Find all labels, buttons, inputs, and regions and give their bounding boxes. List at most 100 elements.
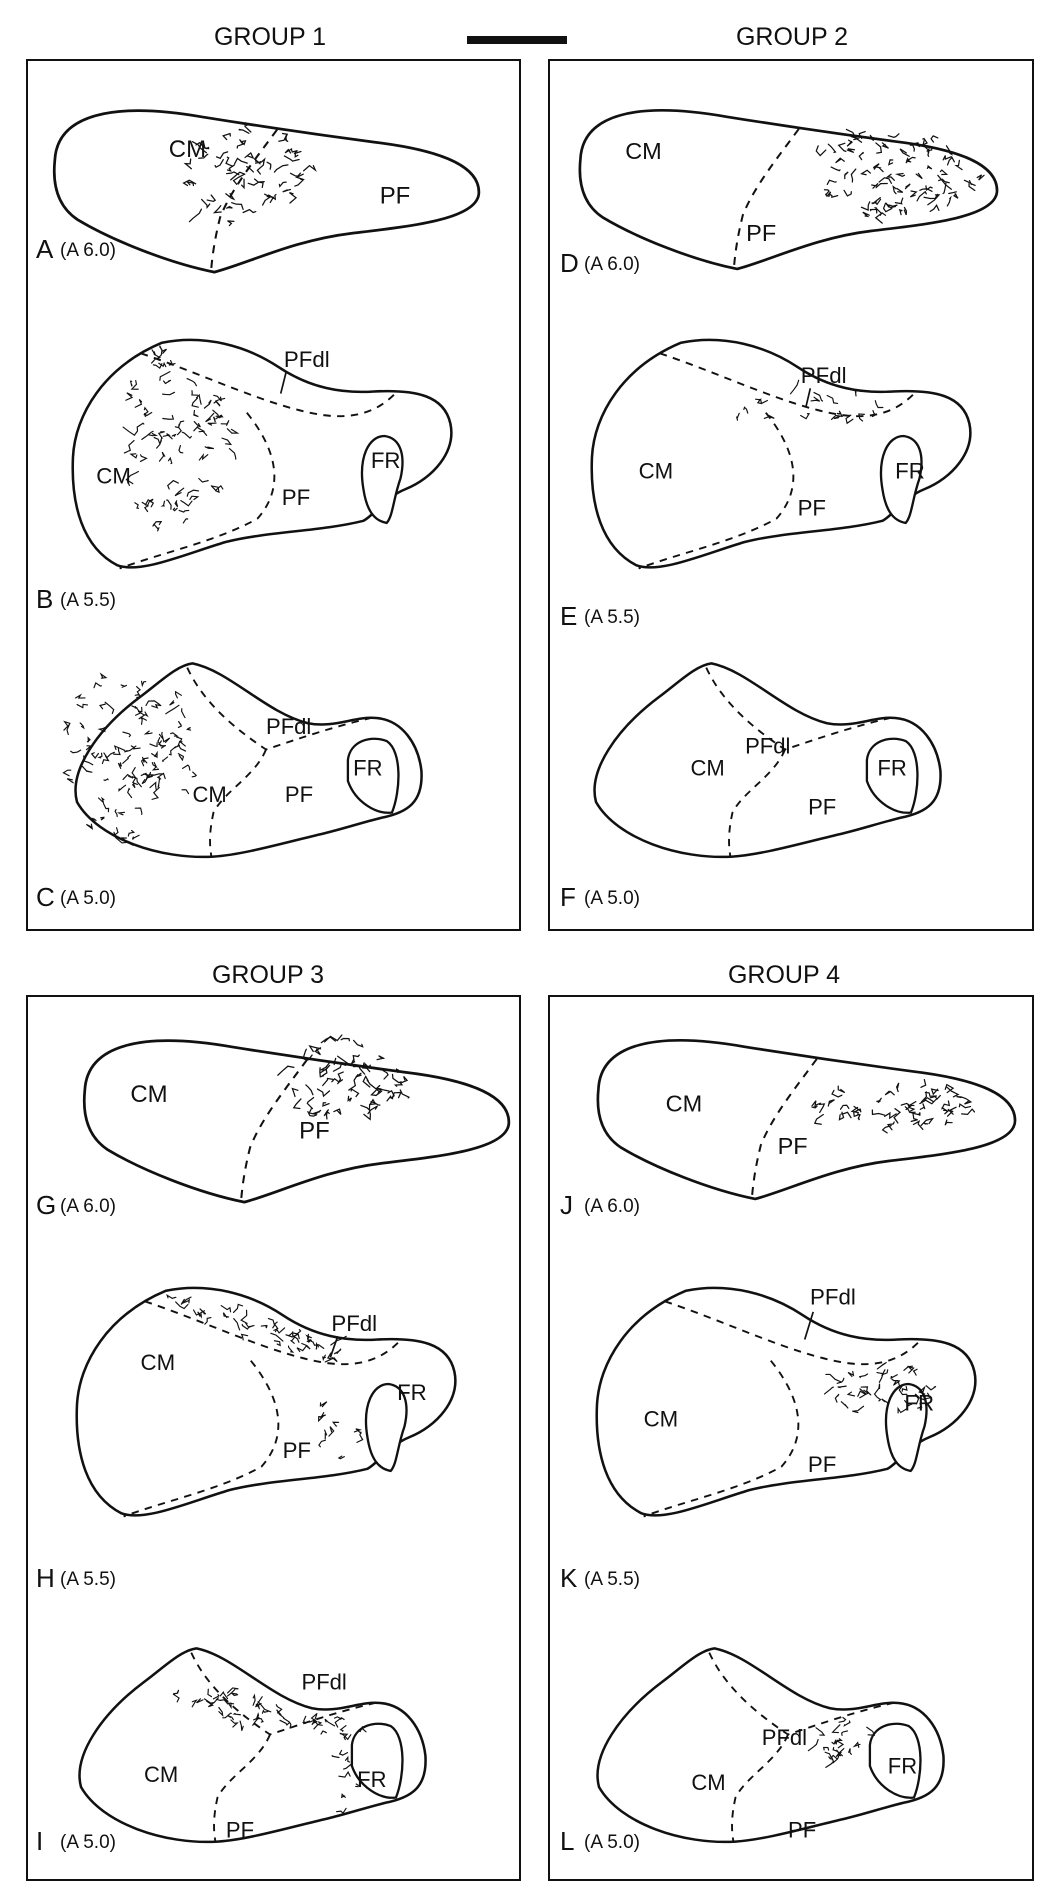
fiber-segment [353,1428,362,1434]
fiber-segment [230,1692,239,1697]
terminal-labeling-1 [166,1293,347,1363]
fiber-segment [225,192,236,201]
fiber-segment [124,745,137,753]
fiber-segment [853,1108,860,1118]
panel-level-j: (A 6.0) [584,1196,640,1217]
nucleus-boundary-2 [731,1734,789,1842]
fiber-segment [222,132,231,141]
fiber-segment [925,1385,937,1391]
fiber-segment [292,1098,302,1110]
fiber-segment [886,1121,895,1131]
fasciculus-retroflexus-outline [346,737,400,814]
fasciculus-retroflexus-outline [360,434,404,525]
fiber-segment [318,1416,324,1423]
fiber-segment [348,1074,359,1091]
fiber-segment [232,1303,244,1314]
group-title-4: GROUP 4 [728,961,840,989]
fiber-segment [370,1089,383,1097]
fiber-segment [207,422,217,426]
fiber-segment [920,1078,927,1089]
fiber-segment [261,193,272,206]
fiber-segment [945,145,954,156]
fiber-segment [215,151,229,160]
terminal-labeling-2 [331,1749,359,1815]
label-fr: FR [353,756,382,781]
label-fr: FR [371,448,401,473]
fiber-segment [294,150,302,158]
fiber-segment [120,684,128,688]
fiber-segment [183,158,192,170]
fiber-segment [136,422,145,432]
fiber-segment [850,1106,859,1116]
fiber-segment [946,195,952,207]
terminal-labeling-1 [122,345,240,532]
fiber-segment [885,173,895,181]
group-title-3: GROUP 3 [212,961,324,989]
fiber-segment [134,502,140,509]
fiber-segment [182,518,189,524]
fiber-segment [338,1770,351,1778]
fiber-segment [270,1332,284,1342]
fiber-segment [905,156,916,164]
fiber-segment [221,437,233,446]
fiber-segment [165,704,180,715]
fiber-segment [875,142,883,154]
fiber-segment [169,699,175,706]
fiber-segment [810,1105,818,1109]
fiber-segment [911,142,921,148]
fiber-segment [828,193,839,198]
nucleus-boundary-2 [643,1360,800,1518]
fiber-segment [857,1390,867,1399]
fiber-segment [858,151,864,161]
fiber-segment [168,359,176,366]
fiber-segment [324,1352,334,1363]
fiber-segment [166,499,172,510]
fiber-segment [916,190,927,202]
fiber-segment [335,1807,347,1815]
fiber-segment [245,1322,255,1328]
fiber-segment [201,198,211,209]
fiber-segment [857,1114,861,1121]
panel-letter-i: I [36,1826,43,1856]
fiber-segment [919,188,933,192]
fiber-segment [811,1100,822,1107]
fiber-segment [393,1082,404,1087]
fiber-segment [890,1374,898,1380]
fiber-segment [352,1054,360,1062]
fiber-segment [193,421,201,428]
panel-letter-g: G [36,1190,56,1220]
fiber-segment [241,178,245,190]
label-pf: PF [299,1117,330,1144]
label-fr: FR [888,1753,917,1778]
fiber-segment [126,478,134,486]
fiber-segment [122,731,132,738]
fiber-segment [321,1068,328,1077]
fiber-segment [923,1392,932,1400]
fiber-segment [145,700,161,707]
fiber-segment [99,672,108,679]
fiber-segment [131,766,137,784]
fiber-segment [83,755,94,766]
fiber-segment [853,1105,862,1113]
fiber-segment [340,1793,346,1799]
terminal-labeling-1 [810,1078,976,1134]
fiber-segment [86,736,91,743]
fiber-segment [825,1757,835,1768]
fiber-segment [192,1309,206,1316]
fiber-segment [196,1698,204,1704]
fiber-segment [273,164,289,173]
fiber-segment [180,500,193,507]
fiber-segment [284,148,293,154]
fiber-segment [134,807,143,815]
label-pfdl: PFdl [745,734,790,759]
fiber-segment [167,479,179,490]
terminal-labeling-1 [182,121,317,227]
label-cm: CM [144,1762,178,1787]
fiber-segment [807,1738,819,1752]
fiber-segment [858,413,865,422]
fiber-segment [198,153,209,159]
fiber-segment [283,155,300,162]
fiber-segment [256,1717,264,1723]
fiber-segment [225,156,234,167]
fiber-segment [929,204,940,213]
